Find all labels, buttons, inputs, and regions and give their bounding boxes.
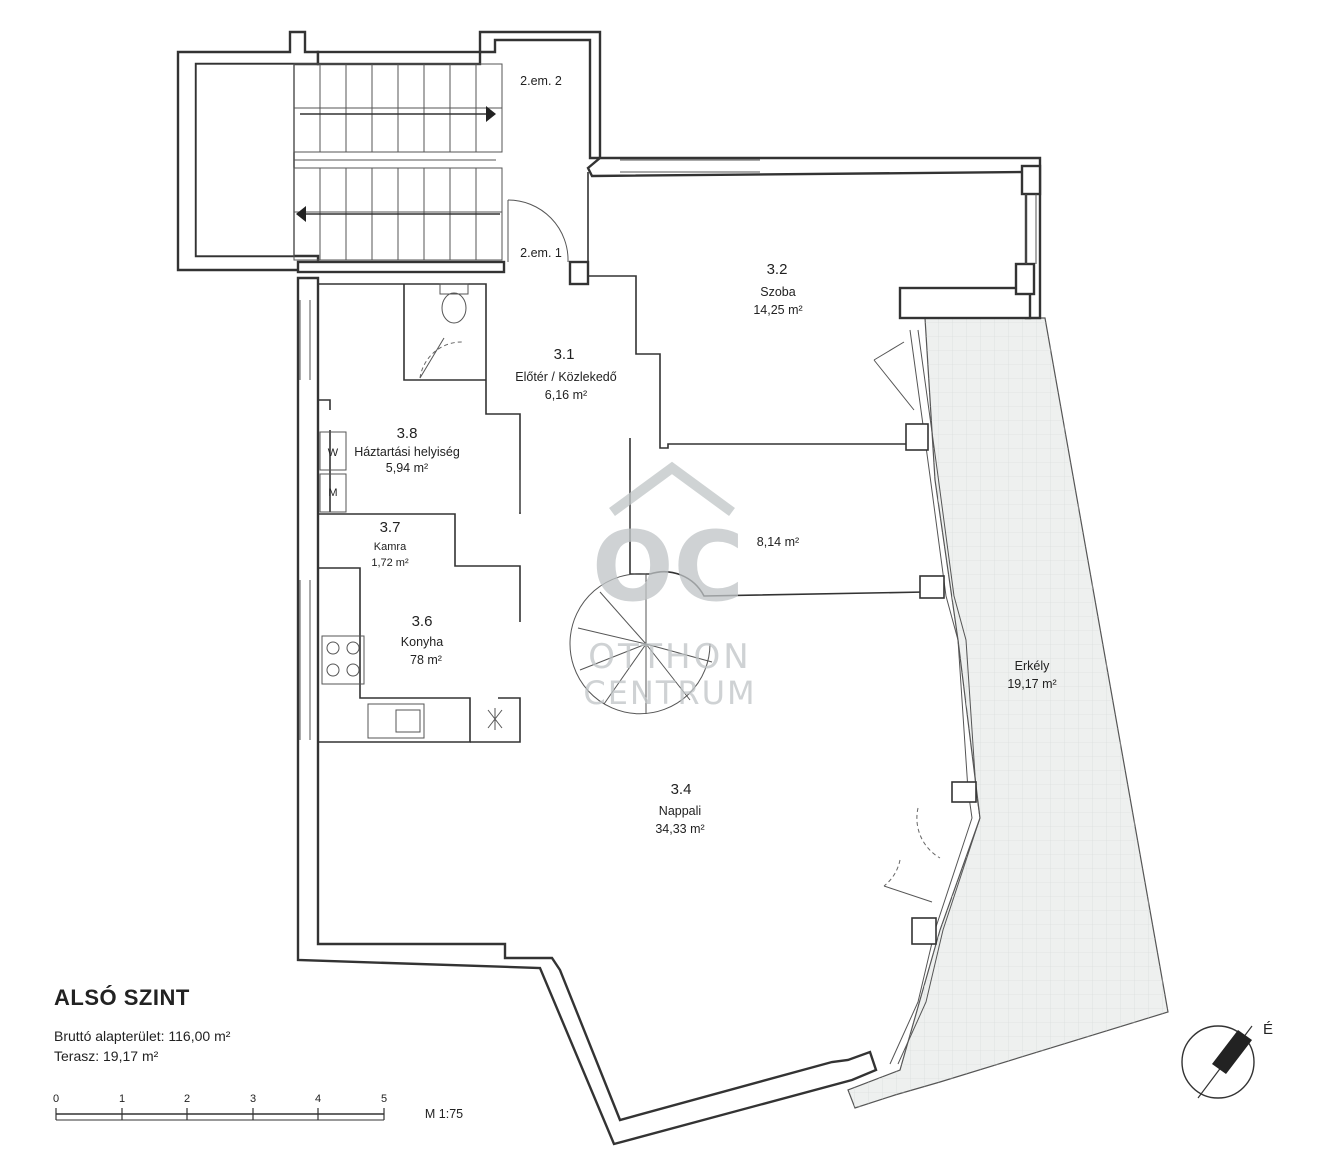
laundry-appliances <box>319 431 347 513</box>
room-37-name: Kamra <box>374 541 407 553</box>
watermark-line1: OTTHON <box>588 637 751 677</box>
room-stair1-name: 2.em. 1 <box>520 246 562 260</box>
balcony-area-text: 19,17 m² <box>1007 677 1056 691</box>
room-36-area: 78 m² <box>410 653 442 667</box>
room-34-number: 3.4 <box>671 781 692 798</box>
scale-ratio: M 1:75 <box>425 1107 463 1121</box>
scale-tick-1: 1 <box>119 1093 125 1105</box>
watermark-logo: OC OTTHON CENTRUM <box>583 461 756 712</box>
interior-walls <box>317 172 926 743</box>
room-stair2-name: 2.em. 2 <box>520 74 562 88</box>
terrace-area-text: Terasz: 19,17 m² <box>54 1048 159 1064</box>
floor-title: ALSÓ SZINT <box>54 985 190 1010</box>
room-31-number: 3.1 <box>554 346 575 363</box>
kitchen-fixtures <box>321 635 503 739</box>
dryer-label: M <box>328 487 337 499</box>
glass-facade <box>299 159 1037 1065</box>
scale-bar: 0 1 2 3 4 5 M 1:75 <box>53 1093 463 1121</box>
room-36-number: 3.6 <box>412 613 433 630</box>
watermark-monogram: OC <box>592 511 744 623</box>
room-34-name: Nappali <box>659 804 701 818</box>
room-37-area: 1,72 m² <box>371 557 409 569</box>
north-label: É <box>1263 1021 1273 1038</box>
room-37-number: 3.7 <box>380 519 401 536</box>
room-32-area: 14,25 m² <box>753 303 802 317</box>
north-arrow-icon: É <box>1181 1021 1273 1099</box>
room-31-area: 6,16 m² <box>545 388 587 402</box>
doors <box>419 337 631 540</box>
scale-tick-4: 4 <box>315 1093 321 1105</box>
room-34-area: 34,33 m² <box>655 822 704 836</box>
room-labels: 2.em. 2 2.em. 1 3.1 Előtér / Közlekedő 6… <box>328 74 1057 836</box>
room-36-name: Konyha <box>401 635 443 649</box>
scale-tick-3: 3 <box>250 1093 256 1105</box>
room-38-area: 5,94 m² <box>386 461 428 475</box>
room-38-name: Háztartási helyiség <box>354 445 460 459</box>
room-31-name: Előtér / Közlekedő <box>515 370 616 384</box>
room-33-area: 8,14 m² <box>757 535 799 549</box>
watermark-line2: CENTRUM <box>583 674 756 712</box>
toilet-fixture <box>439 283 469 324</box>
staircase-block <box>176 30 602 286</box>
room-38-number: 3.8 <box>397 425 418 442</box>
scale-tick-0: 0 <box>53 1093 59 1105</box>
spiral-staircase <box>569 573 713 715</box>
room-32-name: Szoba <box>760 285 795 299</box>
exterior-walls <box>296 156 1042 1146</box>
gross-area-text: Bruttó alapterület: 116,00 m² <box>54 1028 231 1044</box>
balcony-name: Erkély <box>1015 659 1050 673</box>
room-32-number: 3.2 <box>767 261 788 278</box>
scale-tick-5: 5 <box>381 1093 387 1105</box>
scale-tick-2: 2 <box>184 1093 190 1105</box>
washer-label: W <box>328 447 339 459</box>
balcony-area <box>847 317 1169 1109</box>
